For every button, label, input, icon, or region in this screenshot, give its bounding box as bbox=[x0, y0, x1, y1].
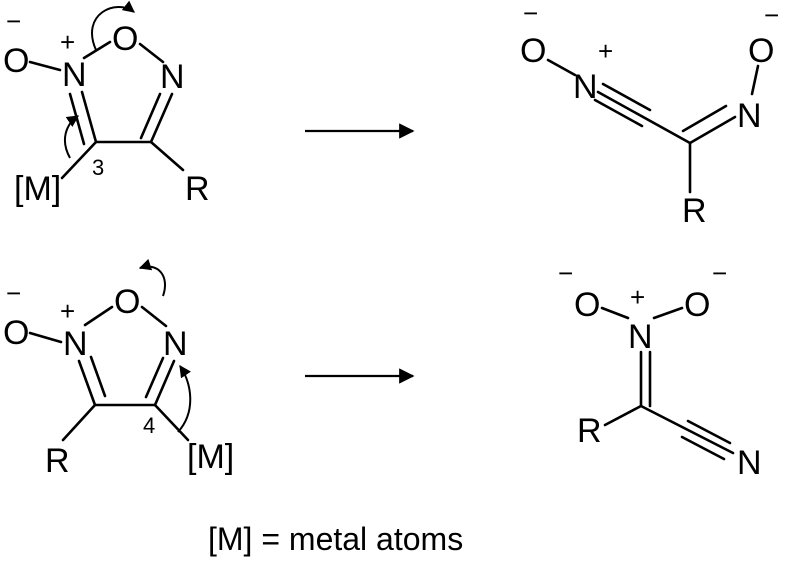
bond-n-c4-double bbox=[149, 92, 174, 144]
row1-reactant-ring-o: O bbox=[112, 20, 138, 58]
bond-c-n-double-inner bbox=[681, 104, 728, 133]
row2-product-n-plus: N bbox=[628, 318, 653, 356]
row1-reactant-metal: [M] bbox=[14, 170, 61, 208]
row1-reactant: O − N + O N [M] 3 R bbox=[3, 0, 210, 208]
bond-c3-r bbox=[61, 403, 97, 442]
row1-reactant-o-minus-charge: − bbox=[6, 6, 21, 36]
bond-nitrile-triple bbox=[596, 90, 692, 145]
bond-c3-metal bbox=[60, 140, 98, 180]
bond-nitrile-triple-upper bbox=[601, 82, 652, 112]
legend-caption: [M] = metal atoms bbox=[208, 521, 463, 557]
row2-reactant: O − N + O N [M] 4 R bbox=[3, 258, 234, 480]
row2-reactant-o-minus: O bbox=[3, 314, 29, 352]
row2-reactant-n-plus: N bbox=[63, 325, 88, 363]
row2-reactant-ring-n: N bbox=[163, 325, 188, 363]
row1-product-n-plus: N bbox=[573, 68, 598, 106]
row2-product-o-left-charge: − bbox=[558, 258, 573, 288]
row2-reactant-metal: [M] bbox=[187, 438, 234, 476]
bond-c-n-double bbox=[688, 115, 737, 145]
row1-product-o-right-charge: − bbox=[764, 0, 779, 30]
row2-reactant-o-minus-charge: − bbox=[6, 278, 21, 308]
row2-product-nitrile-n: N bbox=[737, 444, 762, 482]
bond-c-r bbox=[603, 404, 643, 427]
bond-nitrile-triple-lower bbox=[680, 435, 726, 461]
bond-nitrile-triple bbox=[639, 404, 735, 455]
row1-product-n-oxime: N bbox=[737, 97, 762, 135]
row1-product-n-plus-charge: + bbox=[598, 36, 613, 66]
bond-n-o-ring bbox=[83, 305, 114, 327]
bond-n-c4-double bbox=[153, 359, 176, 407]
row2-product-n-plus-charge: + bbox=[630, 282, 645, 312]
bond-o-n-ring bbox=[138, 42, 165, 64]
row2-reactant-ring-o: O bbox=[114, 283, 140, 321]
row2-reactant-r: R bbox=[45, 442, 70, 480]
row1-reactant-n-plus-charge: + bbox=[60, 27, 75, 57]
curly-arrow-icon bbox=[91, 0, 135, 51]
bond-o-n bbox=[600, 306, 630, 320]
row1-reactant-r: R bbox=[185, 170, 210, 208]
row2-reactant-position-number: 4 bbox=[143, 413, 155, 438]
bond-nitrile-triple-lower bbox=[593, 98, 644, 128]
row2-product-o-left: O bbox=[574, 286, 600, 324]
row1-product-o-left: O bbox=[520, 32, 546, 70]
bond-o-n bbox=[546, 58, 577, 77]
row1-product: O − N + O − N R bbox=[520, 0, 779, 230]
row1-product-r: R bbox=[682, 192, 707, 230]
curly-arrow-icon bbox=[63, 115, 79, 159]
row1-reactant-o-minus: O bbox=[3, 42, 29, 80]
bond-n-o-ring bbox=[82, 40, 112, 60]
row2-product-o-right-charge: − bbox=[712, 258, 727, 288]
bond-n-c4-inner bbox=[139, 92, 162, 140]
row1-reactant-position-number: 3 bbox=[92, 155, 104, 180]
bond-o-n bbox=[28, 331, 63, 344]
bond-n-c3-inner bbox=[89, 355, 107, 398]
bond-n-o bbox=[750, 64, 760, 96]
bond-n-c4-inner bbox=[144, 356, 165, 399]
row2-product-o-right: O bbox=[684, 286, 710, 324]
curly-arrow-icon bbox=[138, 258, 166, 297]
bond-n-c3-inner bbox=[68, 92, 86, 146]
row2-product: O − N + O − R N bbox=[558, 258, 762, 482]
bond-c4-r bbox=[149, 140, 185, 172]
bond-n-c3-double bbox=[77, 359, 97, 407]
row2-reactant-n-plus-charge: + bbox=[60, 296, 75, 326]
bond-n-c3-double bbox=[80, 90, 98, 144]
row2-product-r: R bbox=[577, 412, 602, 450]
row1-product-o-right: O bbox=[748, 32, 774, 70]
bond-o-n bbox=[28, 60, 62, 72]
row1-reactant-n-plus: N bbox=[62, 56, 87, 94]
curly-arrow-icon bbox=[177, 365, 192, 433]
bond-n-o bbox=[652, 306, 684, 320]
bond-o-n-ring bbox=[140, 305, 168, 328]
bond-nitrile-triple-upper bbox=[686, 419, 732, 445]
row1-reactant-ring-n: N bbox=[160, 58, 185, 96]
bond-c4-metal bbox=[153, 403, 190, 442]
row1-product-o-left-charge: − bbox=[523, 0, 538, 28]
